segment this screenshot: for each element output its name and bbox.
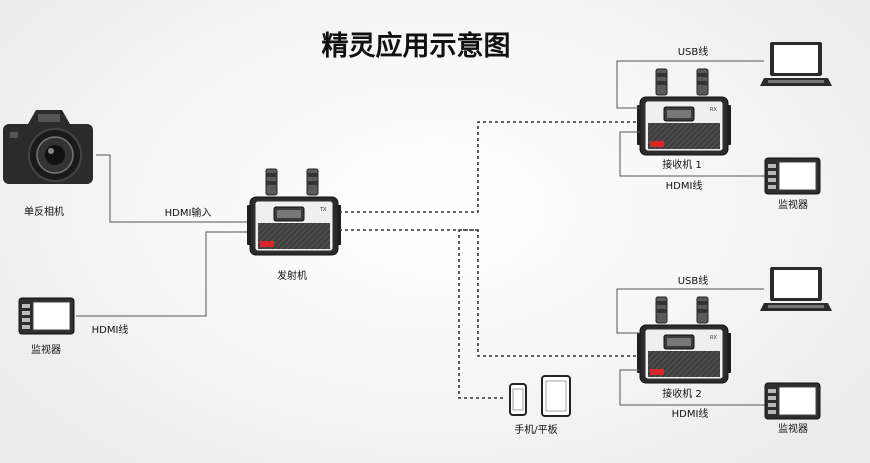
wireless-link-mobile (458, 229, 505, 399)
hdmi-left-wire (76, 231, 250, 317)
transmitter-device: TX (246, 168, 342, 256)
hdmi-r2-wire (619, 369, 765, 406)
receiver2-label: 接收机 2 (662, 387, 702, 400)
svg-text:TX: TX (319, 207, 327, 213)
diagram-title: 精灵应用示意图 (322, 30, 511, 62)
hdmi-input-label: HDMI输入 (165, 206, 212, 219)
phone-tablet-icon (509, 375, 571, 417)
hdmi-left-label: HDMI线 (92, 323, 129, 336)
usb2-wire (616, 288, 764, 334)
camera-label: 单反相机 (24, 205, 64, 218)
monitor-r2-label: 监视器 (778, 422, 808, 435)
monitor-r1-icon (764, 157, 821, 195)
usb1-label: USB线 (678, 45, 709, 58)
receiver2-device: RX (636, 296, 732, 384)
monitor-r1-label: 监视器 (778, 198, 808, 211)
monitor-left-label: 监视器 (31, 343, 61, 356)
laptop2-icon (760, 267, 832, 311)
monitor-r2-icon (764, 382, 821, 420)
hdmi-input-wire (96, 154, 250, 223)
mobile-label: 手机/平板 (514, 423, 557, 436)
laptop1-icon (760, 42, 832, 86)
camera-icon (3, 110, 93, 184)
hdmi-r2-label: HDMI线 (672, 407, 709, 420)
usb1-wire (616, 60, 764, 109)
transmitter-label: 发射机 (277, 269, 307, 282)
receiver1-device: RX (636, 68, 732, 156)
monitor-left-icon (18, 297, 75, 335)
svg-text:RX: RX (710, 335, 717, 341)
hdmi-r1-label: HDMI线 (666, 179, 703, 192)
receiver1-label: 接收机 1 (662, 158, 702, 171)
hdmi-r1-wire (619, 131, 765, 177)
svg-text:RX: RX (710, 107, 717, 113)
wireless-link-rx2 (339, 229, 640, 357)
usb2-label: USB线 (678, 274, 709, 287)
wireless-link-rx1 (339, 121, 640, 213)
